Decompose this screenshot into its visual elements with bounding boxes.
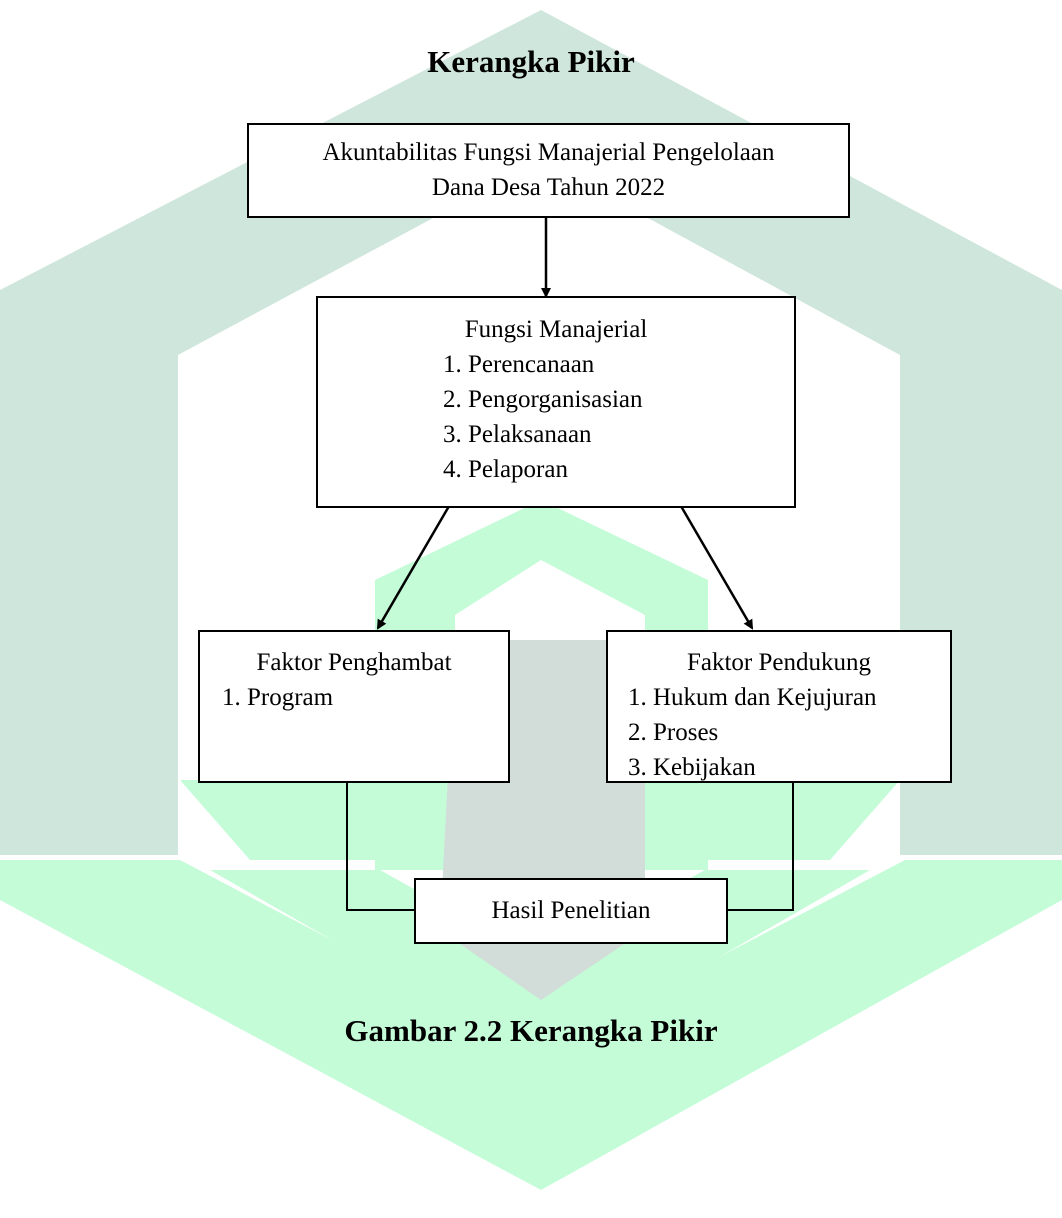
box-akuntabilitas: Akuntabilitas Fungsi Manajerial Pengelol…: [247, 123, 850, 218]
diagram-title: Kerangka Pikir: [427, 44, 635, 79]
box-faktor-pendukung: Faktor Pendukung 1. Hukum dan Kejujuran …: [606, 630, 952, 783]
list-item: 4. Pelaporan: [443, 456, 568, 483]
box-akuntabilitas-line1: Akuntabilitas Fungsi Manajerial Pengelol…: [322, 139, 775, 166]
list-item: 2. Proses: [628, 719, 719, 746]
watermark-right-strip: [705, 780, 900, 860]
box-faktor-penghambat: Faktor Penghambat 1. Program: [198, 630, 510, 783]
box-hasil-penelitian: Hasil Penelitian: [414, 878, 728, 944]
list-item: 1. Hukum dan Kejujuran: [628, 684, 877, 711]
box-faktor-penghambat-heading: Faktor Penghambat: [256, 649, 452, 676]
list-item: 2. Pengorganisasian: [443, 386, 643, 413]
list-item: 3. Kebijakan: [628, 754, 756, 781]
list-item: 3. Pelaksanaan: [443, 421, 592, 448]
box-faktor-pendukung-heading: Faktor Pendukung: [686, 649, 872, 676]
watermark-left-strip: [180, 780, 380, 860]
fungsi-manajerial-list: 1. Perencanaan 2. Pengorganisasian 3. Pe…: [318, 347, 794, 487]
faktor-penghambat-list: 1. Program: [200, 680, 508, 715]
box-akuntabilitas-line2: Dana Desa Tahun 2022: [431, 174, 666, 201]
list-item: 1. Program: [222, 684, 334, 711]
watermark-outer-hexagon: [0, 10, 1062, 855]
watermark-lower-chevron: [0, 860, 1062, 1190]
faktor-pendukung-list: 1. Hukum dan Kejujuran 2. Proses 3. Kebi…: [608, 680, 950, 785]
box-fungsi-manajerial-heading: Fungsi Manajerial: [464, 316, 648, 343]
box-fungsi-manajerial: Fungsi Manajerial 1. Perencanaan 2. Peng…: [316, 296, 796, 508]
figure-caption: Gambar 2.2 Kerangka Pikir: [344, 1013, 718, 1048]
list-item: 1. Perencanaan: [443, 351, 595, 378]
box-hasil-penelitian-label: Hasil Penelitian: [491, 897, 651, 924]
